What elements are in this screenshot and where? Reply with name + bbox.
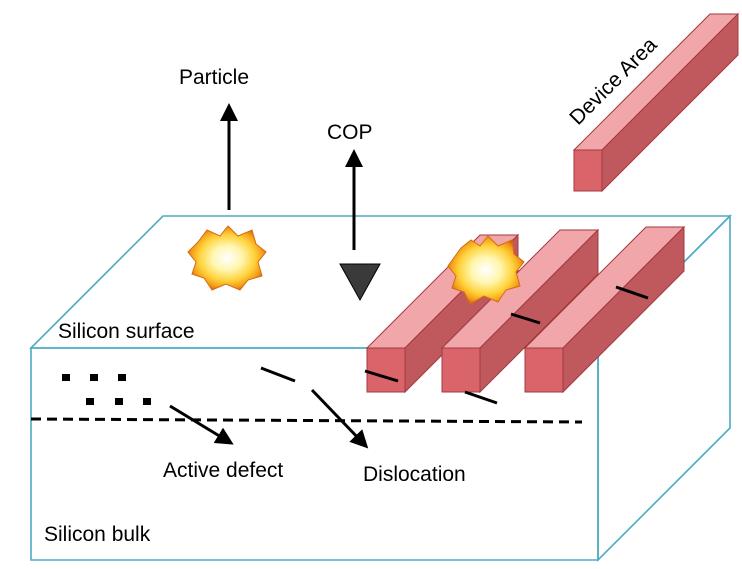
device-bar-3 — [523, 225, 686, 394]
active-defect-label: Active defect — [163, 459, 283, 482]
device-bars — [365, 12, 740, 394]
bar-dislocation-marks — [364, 285, 649, 405]
dislocation-segment — [260, 366, 296, 383]
cop-label: COP — [327, 121, 373, 144]
triangle-down-icon — [339, 263, 381, 302]
bar-mark-2 — [510, 312, 541, 325]
silicon-bulk-label: Silicon bulk — [44, 523, 151, 546]
active-defect-dots — [62, 374, 151, 405]
particle-explosion-icon — [187, 225, 267, 291]
bar-mark-1 — [364, 369, 399, 383]
arrow-down-icon — [169, 404, 234, 445]
dislocation-label: Dislocation — [363, 463, 466, 486]
arrow-down-icon — [310, 388, 369, 449]
silicon-surface-label: Silicon surface — [58, 320, 195, 343]
particle-label: Particle — [179, 66, 249, 89]
bar-mark-3 — [615, 285, 649, 300]
device-bar-2 — [440, 228, 600, 394]
explosion-icon — [447, 235, 525, 305]
device-bar-standalone — [572, 12, 740, 193]
bar-mark-4 — [464, 390, 498, 405]
bulk-surface-boundary — [30, 417, 583, 424]
